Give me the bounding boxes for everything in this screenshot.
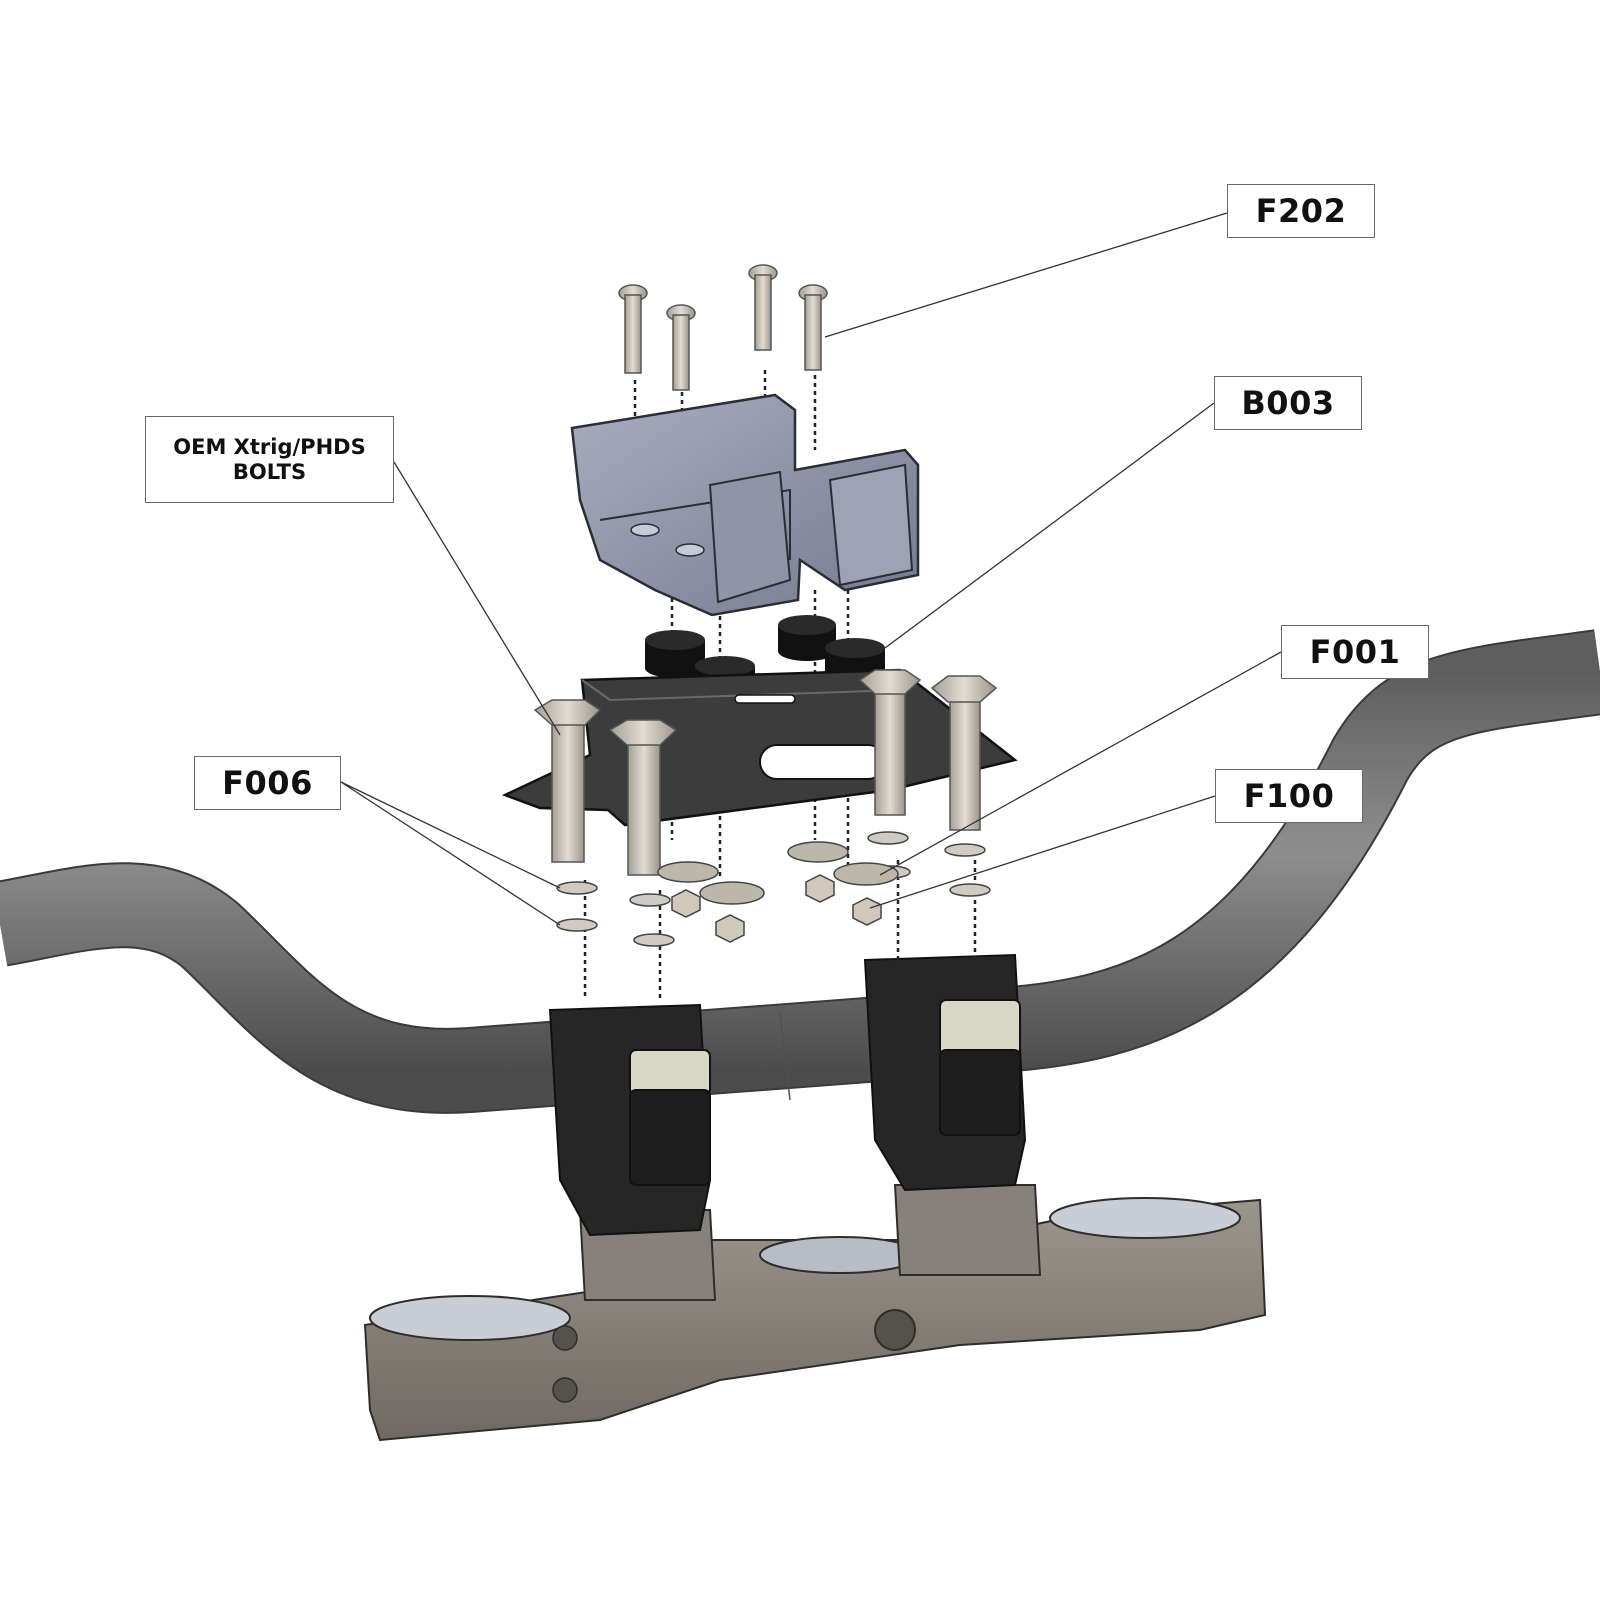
callout-b003: B003 — [1214, 376, 1362, 430]
hex-bolt — [533, 699, 602, 863]
callout-f001: F001 — [1281, 625, 1429, 679]
callout-oem-bolts: OEM Xtrig/PHDS BOLTS — [145, 416, 394, 503]
callout-oem-line2: BOLTS — [232, 459, 307, 484]
callout-f001-text: F001 — [1309, 632, 1401, 671]
callout-f006-text: F006 — [222, 763, 313, 802]
f001-spacers — [657, 841, 899, 905]
hex-bolt — [930, 675, 998, 831]
left-riser — [548, 1003, 712, 1237]
callout-b003-text: B003 — [1241, 383, 1335, 422]
mounting-bracket — [570, 393, 920, 617]
callout-f100-text: F100 — [1243, 776, 1335, 815]
callout-f100: F100 — [1215, 769, 1363, 823]
hex-bolt — [608, 719, 678, 876]
grommet — [778, 615, 836, 661]
hex-bolt — [858, 669, 922, 816]
bolt — [618, 284, 648, 374]
bolt — [666, 304, 696, 391]
callout-f006: F006 — [194, 756, 341, 810]
callout-oem-line1: OEM Xtrig/PHDS — [173, 435, 366, 460]
triple-clamp — [363, 1184, 1267, 1442]
grommet — [645, 630, 705, 678]
oem-riser-bolts — [533, 669, 998, 876]
bolt — [748, 264, 778, 351]
leader-lines — [340, 212, 1282, 926]
callout-f202: F202 — [1227, 184, 1375, 238]
right-riser — [863, 953, 1027, 1192]
callout-f202-text: F202 — [1255, 191, 1347, 230]
bolt — [798, 284, 828, 371]
f006-washers — [556, 831, 991, 947]
f100-nuts — [671, 874, 882, 943]
f202-bolts — [618, 264, 828, 391]
